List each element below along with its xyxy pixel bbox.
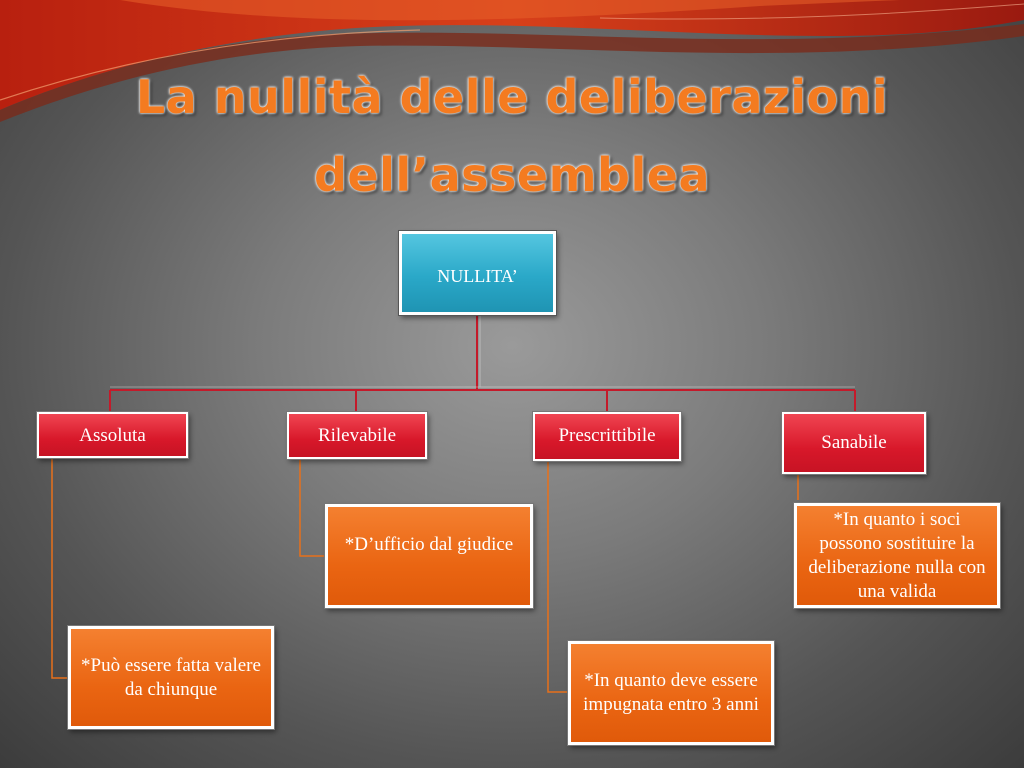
category-label: Assoluta [79,425,146,446]
note-box-assoluta: *Può essere fatta valere da chiunque [67,625,275,730]
tree-connector-highlight [110,315,855,388]
note-box-prescrittibile: *In quanto deve essere impugnata entro 3… [567,640,775,746]
category-box-prescrittibile: Prescrittibile [532,411,682,462]
category-box-rilevabile: Rilevabile [286,411,428,460]
note-text: *In quanto i soci possono sostituire la … [808,508,986,602]
note-text: *Può essere fatta valere da chiunque [81,654,261,700]
root-box-nullita: NULLITA’ [398,230,557,316]
slide-header-swoosh [0,0,1024,122]
note-text: *In quanto deve essere impugnata entro 3… [583,670,759,715]
note-box-rilevabile: *D’ufficio dal giudice [324,503,534,609]
slide-title: La nullità delle deliberazioni dell’asse… [0,58,1024,214]
category-box-sanabile: Sanabile [781,411,927,475]
root-label: NULLITA’ [437,266,518,286]
note-text: *D’ufficio dal giudice [344,534,514,555]
title-line-1: La nullità delle deliberazioni [135,70,889,124]
note-box-sanabile: *In quanto i soci possono sostituire la … [793,502,1001,609]
category-label: Sanabile [821,432,887,453]
tree-connector [109,315,856,412]
note-connectors [51,458,799,693]
category-box-assoluta: Assoluta [36,411,189,459]
category-label: Rilevabile [317,425,397,446]
category-label: Prescrittibile [558,425,656,446]
title-line-2: dell’assemblea [313,148,710,202]
